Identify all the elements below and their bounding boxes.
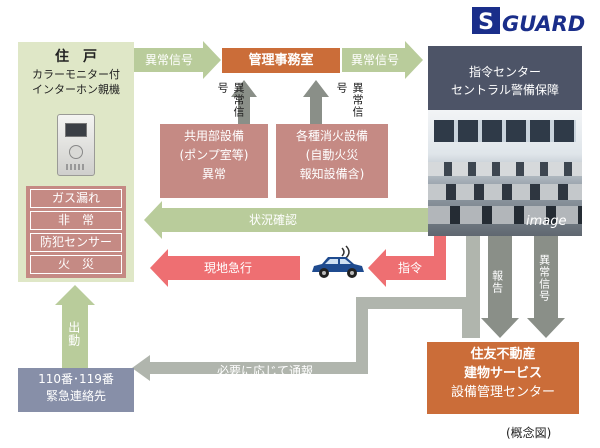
desk-row-2 xyxy=(428,184,582,200)
residence-subtitle-2: インターホン親機 xyxy=(32,83,120,96)
arrow-dispatch xyxy=(55,285,95,368)
command-center-panel: 指令センター セントラル警備保障 image xyxy=(428,46,582,236)
fire-equipment-line3: 報知設備含) xyxy=(299,166,365,181)
alarm-list-background xyxy=(26,186,126,278)
common-equipment-line3: 異常 xyxy=(201,166,226,181)
arrow-command xyxy=(368,236,446,287)
residence-title: 住 戸 xyxy=(55,49,97,65)
arrow-label-status-confirm: 状況確認 xyxy=(248,213,297,227)
sumitomo-line3: 設備管理センター xyxy=(450,384,555,400)
monitor-wall xyxy=(434,120,576,142)
arrow-report-as-needed xyxy=(132,236,480,381)
arrow-label-rush-to-site: 現地急行 xyxy=(203,261,252,275)
arrow-label-abnormal-down: 異常信号 xyxy=(537,254,551,302)
arrow-fire-to-office xyxy=(303,80,329,124)
management-office-box: 管理事務室 xyxy=(222,48,340,73)
arrow-office-to-center xyxy=(342,41,423,79)
emergency-contact-box: 110番･119番 緊急連絡先 xyxy=(18,368,134,412)
common-equipment-line1: 共用部設備 xyxy=(183,129,244,143)
fire-equipment-line2: (自動火災 xyxy=(305,147,359,162)
arrow-common-to-office xyxy=(231,80,257,124)
sguard-logo: S GUARD xyxy=(472,6,590,36)
arrow-label-fire-to-office: 異常信号 xyxy=(335,82,364,118)
control-room-photo: image xyxy=(428,110,582,236)
arrow-label-command: 指令 xyxy=(397,261,422,275)
fire-equipment-box: 各種消火設備 (自動火災 報知設備含) xyxy=(276,124,388,198)
desk-row-1 xyxy=(428,162,582,176)
arrow-abnormal-down xyxy=(527,236,565,338)
arrow-rush-to-site xyxy=(150,249,300,287)
arrow-label-residence-to-office: 異常信号 xyxy=(144,53,193,67)
arrow-label-common-to-office: 異常信号 xyxy=(216,82,245,118)
alarm-item-emergency: 非 常 xyxy=(30,211,122,230)
emergency-line1: 110番･119番 xyxy=(38,372,114,386)
alarm-item-fire: 火 災 xyxy=(30,255,122,274)
arrow-label-office-to-center: 異常信号 xyxy=(350,53,399,67)
arrow-status-confirm xyxy=(144,201,428,239)
command-center-line2: セントラル警備保障 xyxy=(450,83,559,97)
arrow-residence-to-office xyxy=(130,41,221,79)
intercom-device-image xyxy=(57,114,95,176)
sumitomo-center-box: 住友不動産 建物サービス 設備管理センター xyxy=(427,342,579,414)
intercom-speaker xyxy=(66,164,86,170)
intercom-button xyxy=(69,145,83,159)
svg-text:GUARD: GUARD xyxy=(502,12,585,36)
arrow-label-dispatch: 出動 xyxy=(66,321,81,347)
sumitomo-line1: 住友不動産 xyxy=(470,347,536,362)
common-equipment-box: 共用部設備 (ポンプ室等) 異常 xyxy=(160,124,268,198)
photo-caption-image: image xyxy=(526,214,567,229)
svg-text:S: S xyxy=(478,10,494,35)
diagram-caption: (概念図) xyxy=(506,426,552,440)
arrow-report xyxy=(481,236,519,338)
arrow-label-report-as-needed: 必要に応じて通報 xyxy=(216,364,313,378)
fire-equipment-line1: 各種消火設備 xyxy=(295,129,368,143)
desk-row-3 xyxy=(428,206,582,224)
alarm-item-security-sensor: 防犯センサー xyxy=(30,233,122,252)
residence-subtitle-1: カラーモニター付 xyxy=(32,68,120,81)
intercom-screen xyxy=(65,123,87,137)
common-equipment-line2: (ポンプ室等) xyxy=(179,147,249,162)
sumitomo-line2: 建物サービス xyxy=(463,365,542,381)
emergency-line2: 緊急連絡先 xyxy=(45,388,106,403)
alarm-item-gas-leak: ガス漏れ xyxy=(30,189,122,208)
arrow-label-report: 報告 xyxy=(490,270,504,294)
command-center-line1: 指令センター xyxy=(468,65,541,79)
patrol-car-icon xyxy=(308,244,368,284)
